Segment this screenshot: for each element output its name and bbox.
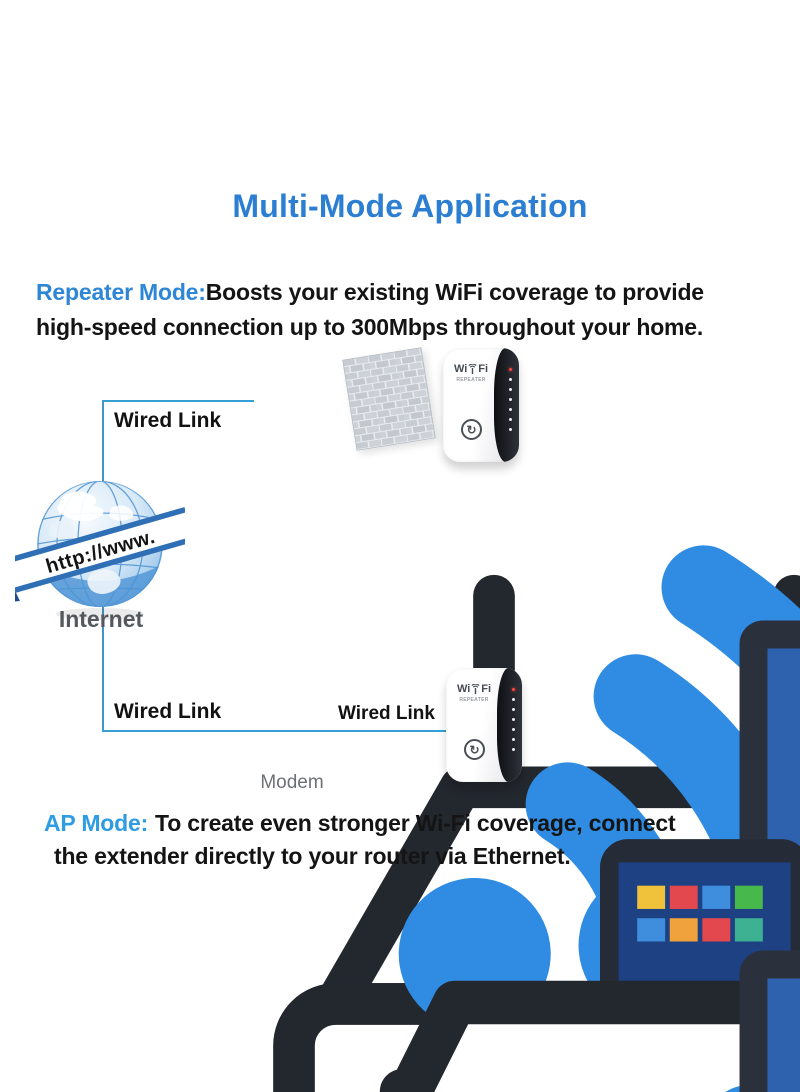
wired-link-label-top: Wired Link xyxy=(114,409,222,432)
ap-mode-label: AP Mode: xyxy=(44,810,149,836)
repeater-sublabel: REPEATER xyxy=(456,377,486,383)
wired-link-top-line xyxy=(102,400,254,402)
wps-button-icon: ↻ xyxy=(461,419,482,440)
modem-label: Modem xyxy=(260,772,324,793)
antenna-icon xyxy=(471,684,480,694)
repeater-logo: Wi Fi xyxy=(456,683,492,695)
repeater-mode-line1: Repeater Mode:Boosts your existing WiFi … xyxy=(36,279,704,306)
repeater-mode-text1: Boosts your existing WiFi coverage to pr… xyxy=(205,279,704,305)
led-indicators xyxy=(512,688,515,751)
brick-wall-icon xyxy=(342,347,436,451)
devices-cluster-icon xyxy=(600,672,800,1092)
wps-button-icon: ↻ xyxy=(464,739,485,760)
wired-link-label-bottom-right: Wired Link xyxy=(338,703,435,724)
repeater-body: Wi Fi REPEATER ↻ xyxy=(443,348,519,462)
ap-mode-line1: AP Mode:To create even stronger Wi-Fi co… xyxy=(44,810,676,837)
repeater-side-panel xyxy=(497,668,522,782)
page-title: Multi-Mode Application xyxy=(232,188,588,224)
repeater-logo: Wi Fi xyxy=(453,363,489,375)
wifi-repeater-device: Wi Fi REPEATER ↻ xyxy=(446,668,522,782)
wired-link-label-bottom-left: Wired Link xyxy=(114,700,222,723)
ap-mode-text1: To create even stronger Wi-Fi coverage, … xyxy=(155,810,676,836)
wired-link-bottom-line xyxy=(102,730,450,732)
repeater-side-panel xyxy=(494,348,519,462)
antenna-icon xyxy=(468,364,477,374)
repeater-mode-line2: high-speed connection up to 300Mbps thro… xyxy=(36,314,704,340)
repeater-sublabel: REPEATER xyxy=(459,697,489,703)
internet-label: Internet xyxy=(58,606,144,632)
ap-mode-line2: the extender directly to your router via… xyxy=(54,843,571,869)
repeater-body: Wi Fi REPEATER ↻ xyxy=(446,668,522,782)
internet-globe-icon: http://www. xyxy=(15,481,185,620)
repeater-mode-label: Repeater Mode: xyxy=(36,279,206,305)
wifi-repeater-device: Wi Fi REPEATER ↻ xyxy=(443,348,519,462)
led-indicators xyxy=(509,368,512,431)
